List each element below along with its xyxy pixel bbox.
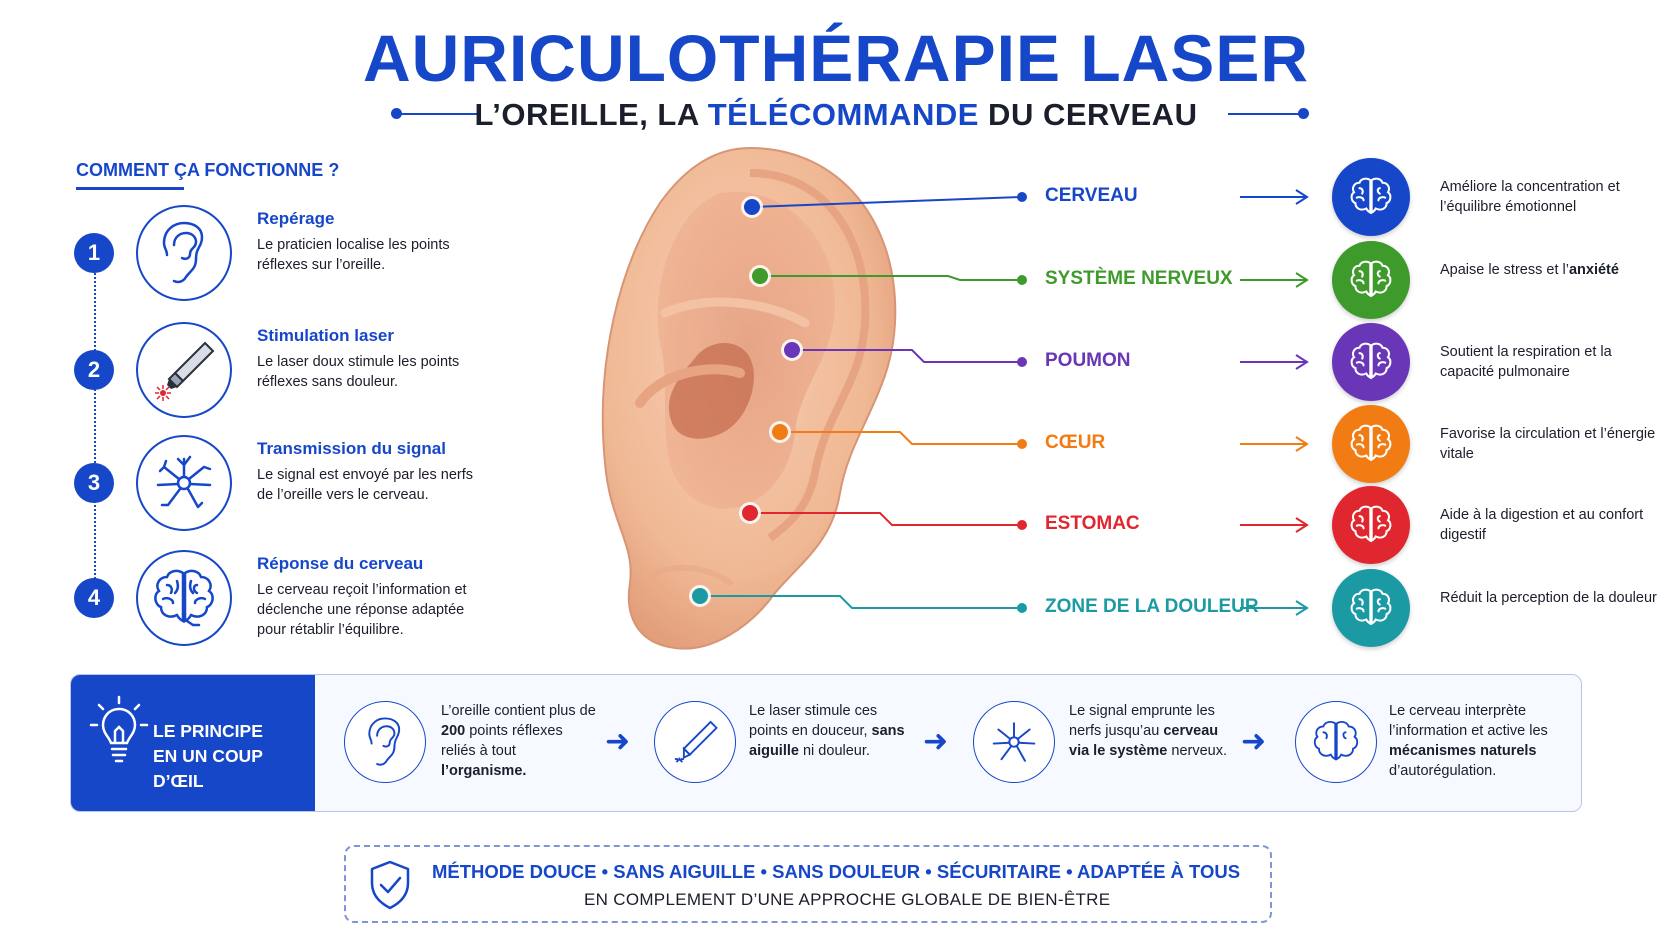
benefit-tags: MÉTHODE DOUCE • SANS AIGUILLE • SANS DOU… bbox=[432, 861, 1241, 882]
brain-icon bbox=[136, 550, 232, 646]
step-title: Transmission du signal bbox=[257, 439, 446, 458]
step-2: 2 Stimulation laser Le laser doux stimul… bbox=[74, 322, 494, 432]
laser-pen-icon bbox=[654, 701, 736, 783]
step-1: 1 Repérage Le praticien localise les poi… bbox=[74, 205, 494, 315]
organ-label: CŒUR bbox=[1045, 432, 1106, 453]
subtitle-highlight: TÉLÉCOMMANDE bbox=[707, 97, 979, 132]
connector-end-dot bbox=[1017, 439, 1027, 449]
step-number: 3 bbox=[74, 463, 114, 503]
brain-icon bbox=[1332, 486, 1410, 564]
organ-description: Améliore la concentration et l’équilibre… bbox=[1440, 179, 1620, 215]
principle-text: L’oreille contient plus de 200 points ré… bbox=[441, 703, 596, 779]
step-desc: Le praticien localise les points réflexe… bbox=[257, 237, 450, 273]
step-desc: Le laser doux stimule les points réflexe… bbox=[257, 354, 460, 390]
connector-end-dot bbox=[1017, 603, 1027, 613]
brain-icon bbox=[1332, 569, 1410, 647]
principle-text: Le laser stimule ces points en douceur, … bbox=[749, 703, 905, 759]
step-number: 4 bbox=[74, 578, 114, 618]
brain-icon bbox=[1332, 158, 1410, 236]
step-title: Repérage bbox=[257, 209, 335, 228]
organ-description: Réduit la perception de la douleur bbox=[1440, 590, 1657, 606]
principle-panel: LE PRINCIPE EN UN COUP D’ŒIL L’oreille c… bbox=[70, 674, 1582, 812]
step-desc: Le signal est envoyé par les nerfs de l’… bbox=[257, 467, 474, 503]
step-number: 1 bbox=[74, 233, 114, 273]
connector-end-dot bbox=[1017, 192, 1027, 202]
ear-illustration bbox=[601, 146, 897, 650]
step-number: 2 bbox=[74, 350, 114, 390]
organ-description: Favorise la circulation et l’énergie vit… bbox=[1440, 426, 1656, 462]
organ-description: Aide à la digestion et au confort digest… bbox=[1440, 507, 1644, 543]
principle-arrow-icon: ➜ bbox=[923, 725, 949, 758]
benefits-footer: MÉTHODE DOUCE • SANS AIGUILLE • SANS DOU… bbox=[344, 845, 1272, 923]
organ-arrow bbox=[1240, 354, 1309, 370]
brain-icon bbox=[1332, 241, 1410, 319]
organ-label: ZONE DE LA DOULEUR bbox=[1045, 596, 1259, 617]
footer-note: EN COMPLEMENT D’UNE APPROCHE GLOBALE DE … bbox=[584, 890, 1111, 909]
ear-icon bbox=[136, 205, 232, 301]
how-it-works-underline bbox=[76, 187, 184, 190]
principle-text: Le cerveau interprète l’information et a… bbox=[1389, 703, 1548, 779]
right-deco-line bbox=[1228, 113, 1303, 115]
connector-end-dot bbox=[1017, 520, 1027, 530]
right-deco-dot bbox=[1298, 108, 1309, 119]
organ-arrow bbox=[1240, 517, 1309, 533]
subtitle-row: L’OREILLE, LA TÉLÉCOMMANDE DU CERVEAU bbox=[0, 93, 1672, 133]
step-4: 4 Réponse du cerveau Le cerveau reçoit l… bbox=[74, 550, 494, 660]
organ-label: CERVEAU bbox=[1045, 185, 1138, 206]
steps-connector-line bbox=[94, 254, 96, 594]
organ-description: Apaise le stress et l’anxiété bbox=[1440, 262, 1619, 278]
organ-arrow bbox=[1240, 272, 1309, 288]
page-subtitle: L’OREILLE, LA TÉLÉCOMMANDE DU CERVEAU bbox=[474, 97, 1198, 132]
connector-end-dot bbox=[1017, 275, 1027, 285]
brain-icon bbox=[1332, 405, 1410, 483]
organ-arrow bbox=[1240, 189, 1309, 205]
left-deco-line bbox=[400, 113, 478, 115]
step-desc: Le cerveau reçoit l’information et décle… bbox=[257, 582, 467, 638]
laser-pen-icon bbox=[136, 322, 232, 418]
step-title: Stimulation laser bbox=[257, 326, 394, 345]
organ-label: SYSTÈME NERVEUX bbox=[1045, 268, 1233, 289]
step-3: 3 Transmission du signal Le signal est e… bbox=[74, 435, 494, 545]
organ-arrow bbox=[1240, 436, 1309, 452]
step-title: Réponse du cerveau bbox=[257, 554, 424, 573]
lightbulb-icon bbox=[89, 695, 149, 763]
principle-header: LE PRINCIPE EN UN COUP D’ŒIL bbox=[71, 675, 315, 811]
principle-arrow-icon: ➜ bbox=[1241, 725, 1267, 758]
page-title: AURICULOTHÉRAPIE LASER bbox=[362, 21, 1310, 95]
brain-icon bbox=[1295, 701, 1377, 783]
left-deco-dot bbox=[391, 108, 402, 119]
how-it-works-title: COMMENT ÇA FONCTIONNE ? bbox=[76, 160, 340, 180]
connector-end-dot bbox=[1017, 357, 1027, 367]
organ-description: Soutient la respiration et la capacité p… bbox=[1440, 344, 1612, 380]
principle-title: LE PRINCIPE EN UN COUP D’ŒIL bbox=[153, 721, 263, 791]
shield-check-icon bbox=[370, 860, 410, 910]
neuron-icon bbox=[973, 701, 1055, 783]
ear-icon bbox=[344, 701, 426, 783]
principle-text: Le signal emprunte les nerfs jusqu’au ce… bbox=[1069, 703, 1228, 759]
brain-icon bbox=[1332, 323, 1410, 401]
neuron-icon bbox=[136, 435, 232, 531]
principle-arrow-icon: ➜ bbox=[605, 725, 631, 758]
organ-label: ESTOMAC bbox=[1045, 513, 1140, 534]
organ-label: POUMON bbox=[1045, 350, 1131, 371]
